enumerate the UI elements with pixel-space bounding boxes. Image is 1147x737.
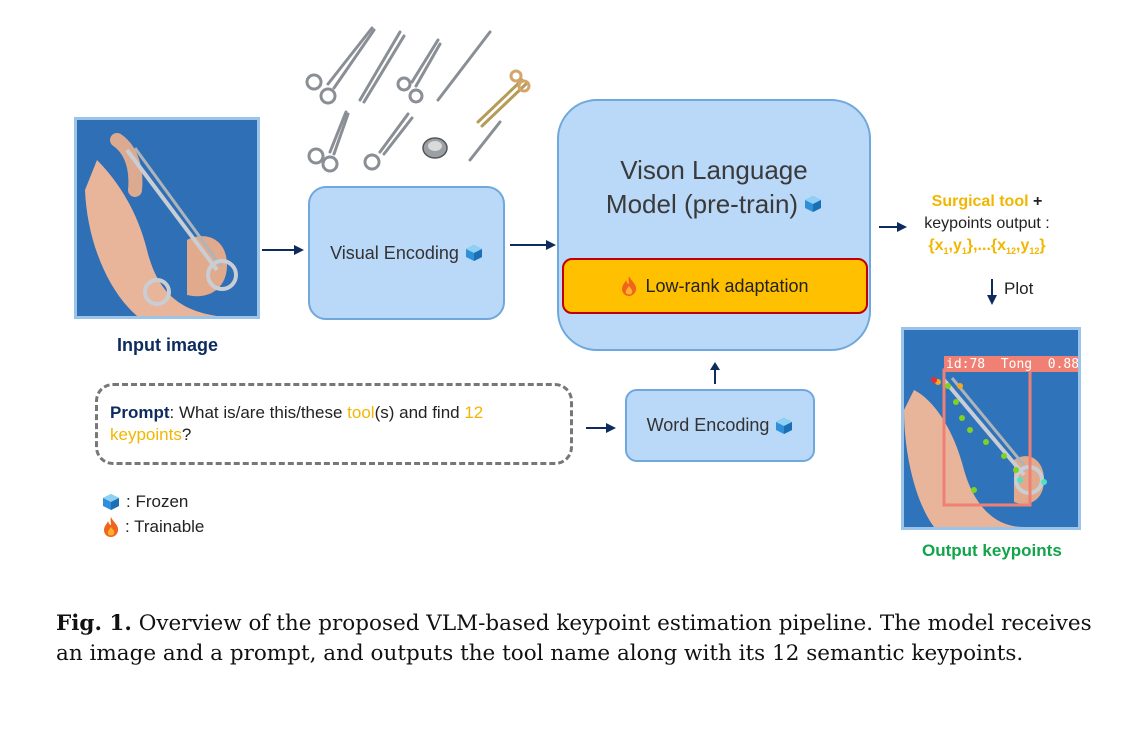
frozen-cube-icon — [103, 494, 119, 510]
output-surgical-tool: Surgical tool — [931, 193, 1029, 210]
legend-frozen-label: : Frozen — [126, 492, 189, 511]
arrow-vlm-to-output — [879, 222, 907, 232]
arrow-prompt-to-word — [586, 423, 616, 433]
word-encoding-box: Word Encoding — [625, 389, 815, 462]
prompt-bold: Prompt — [110, 403, 170, 422]
legend-frozen: : Frozen — [102, 492, 188, 512]
detection-label: id:78 Tong 0.88 — [946, 357, 1080, 372]
hand-with-tool-illustration — [77, 120, 257, 316]
input-image — [74, 117, 260, 319]
arrow-input-to-visual — [262, 245, 304, 255]
flame-icon — [622, 276, 637, 296]
output-image: id:78 Tong 0.88 — [901, 327, 1081, 530]
caption-text: Overview of the proposed VLM-based keypo… — [56, 611, 1092, 666]
vlm-title-line2: Model (pre-train) — [605, 189, 799, 219]
prompt-tool: tool — [347, 403, 375, 422]
output-text: Surgical tool + keypoints output : {x1,y… — [912, 191, 1062, 262]
legend-trainable: : Trainable — [103, 517, 204, 537]
output-keypoints-illustration — [904, 330, 1078, 527]
prompt-end: ? — [181, 425, 192, 444]
input-image-label: Input image — [117, 335, 219, 355]
arrow-plot — [987, 279, 997, 305]
lora-label: Low-rank adaptation — [645, 275, 809, 296]
vlm-title-line1: Vison Language — [620, 155, 808, 185]
frozen-cube-icon — [776, 417, 793, 434]
prompt-box: Prompt: What is/are this/these tool(s) a… — [95, 383, 573, 465]
frozen-cube-icon — [805, 196, 822, 212]
arrow-visual-to-vlm — [510, 240, 556, 250]
output-plus: + — [1028, 193, 1043, 210]
word-encoding-label: Word Encoding — [646, 415, 770, 435]
prompt-num: 12 — [464, 403, 484, 422]
output-line2: keypoints output : — [924, 215, 1050, 232]
caption-prefix: Fig. 1. — [56, 611, 132, 636]
surgical-tools-illustration — [305, 26, 531, 173]
figure-caption: Fig. 1. Overview of the proposed VLM-bas… — [56, 609, 1096, 669]
visual-encoding-label: Visual Encoding — [330, 242, 459, 263]
arrow-word-to-vlm — [710, 362, 720, 384]
visual-encoding-box: Visual Encoding — [308, 186, 505, 320]
prompt-text1: : What is/are this/these — [169, 403, 348, 422]
legend-trainable-label: : Trainable — [125, 517, 205, 536]
flame-icon — [104, 517, 119, 537]
output-keypoints-label: Output keypoints — [922, 541, 1062, 560]
frozen-cube-icon — [465, 245, 482, 261]
prompt-text2: (s) and find — [374, 403, 465, 422]
lora-box: Low-rank adaptation — [562, 258, 868, 314]
prompt-keypoints: keypoints — [110, 425, 182, 444]
output-coords: {x1,y1},...{x12,y12} — [928, 237, 1046, 257]
plot-label: Plot — [1004, 279, 1034, 298]
